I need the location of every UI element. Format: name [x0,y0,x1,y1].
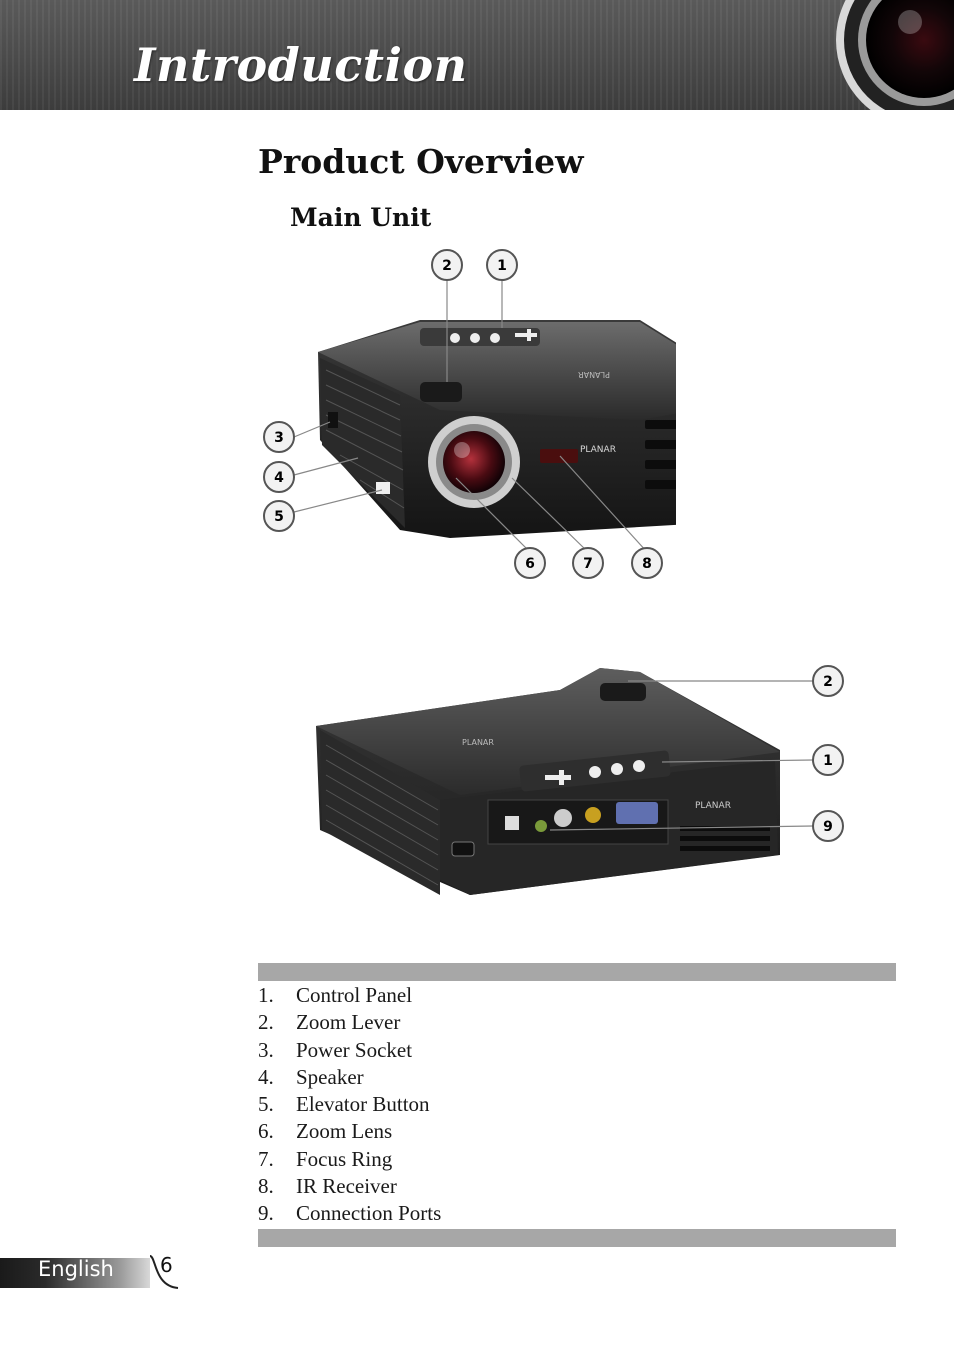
list-item: 7.Focus Ring [258,1146,393,1171]
callout-badge: 8 [631,547,663,579]
brand-logo-rear-top: PLANAR [462,738,494,747]
front-vents [645,420,676,489]
list-item: 4.Speaker [258,1064,364,1089]
table-bottom-rule [258,1229,896,1247]
banner-texture [0,0,954,110]
svg-text:3: 3 [274,430,284,446]
svg-text:2: 2 [442,258,452,274]
control-panel-strip [420,328,540,346]
svg-text:7: 7 [583,556,593,572]
svg-text:9: 9 [823,819,833,835]
front-callouts: 2 1 3 4 5 6 7 8 [263,249,663,579]
camera-lens-icon [836,0,954,110]
callout-badge: 7 [572,547,604,579]
callout-badge: 2 [431,249,463,281]
svg-text:1: 1 [823,753,833,769]
page-number: 6 [160,1253,173,1277]
projector-rear-figure: PLANAR PLANAR 2 1 9 [316,665,844,895]
callout-badge: 1 [486,249,518,281]
callout-badge: 9 [812,810,844,842]
list-item: 9.Connection Ports [258,1201,442,1226]
svg-text:5: 5 [274,509,284,525]
callout-badge: 3 [263,421,295,453]
list-item: 5.Elevator Button [258,1092,430,1117]
svg-text:4: 4 [274,470,284,486]
callout-badge: 1 [812,744,844,776]
chapter-title: Introduction [134,38,468,92]
svg-text:2: 2 [823,674,833,690]
footer-language-tab [0,1258,150,1288]
footer-language: English [38,1257,114,1281]
table-top-rule [258,963,896,981]
subsection-title: Main Unit [290,203,432,232]
svg-text:1: 1 [497,258,507,274]
callout-badge: 6 [514,547,546,579]
list-item: 6.Zoom Lens [258,1119,393,1144]
footer-tab-curve [149,1255,179,1289]
side-vent-grille-rear [320,730,440,895]
page-footer: English 6 [0,1252,200,1292]
svg-text:8: 8 [642,556,652,572]
list-item: 3.Power Socket [258,1037,413,1062]
rear-callouts: 2 1 9 [812,665,844,842]
list-item: 2.Zoom Lever [258,1010,401,1035]
list-item: 1.Control Panel [258,983,413,1007]
svg-text:6: 6 [525,556,535,572]
callout-badge: 4 [263,461,295,493]
brand-logo-rear: PLANAR [695,801,731,811]
brand-logo-front: PLANAR [580,445,616,455]
brand-logo-top: PLANAR [578,370,610,379]
callout-badge: 5 [263,500,295,532]
callout-badge: 2 [812,665,844,697]
list-item: 8.IR Receiver [258,1174,397,1199]
ir-receiver [540,449,578,463]
section-title: Product Overview [258,142,584,181]
header-banner: Introduction [0,0,954,110]
rear-vents [680,826,770,851]
projector-front-figure: PLANAR PLANAR 2 1 3 4 5 [263,249,676,579]
dlp-badge [451,841,475,857]
zoom-lens [443,431,505,493]
parts-list: 1.Control Panel 2.Zoom Lever 3.Power Soc… [258,982,441,1228]
